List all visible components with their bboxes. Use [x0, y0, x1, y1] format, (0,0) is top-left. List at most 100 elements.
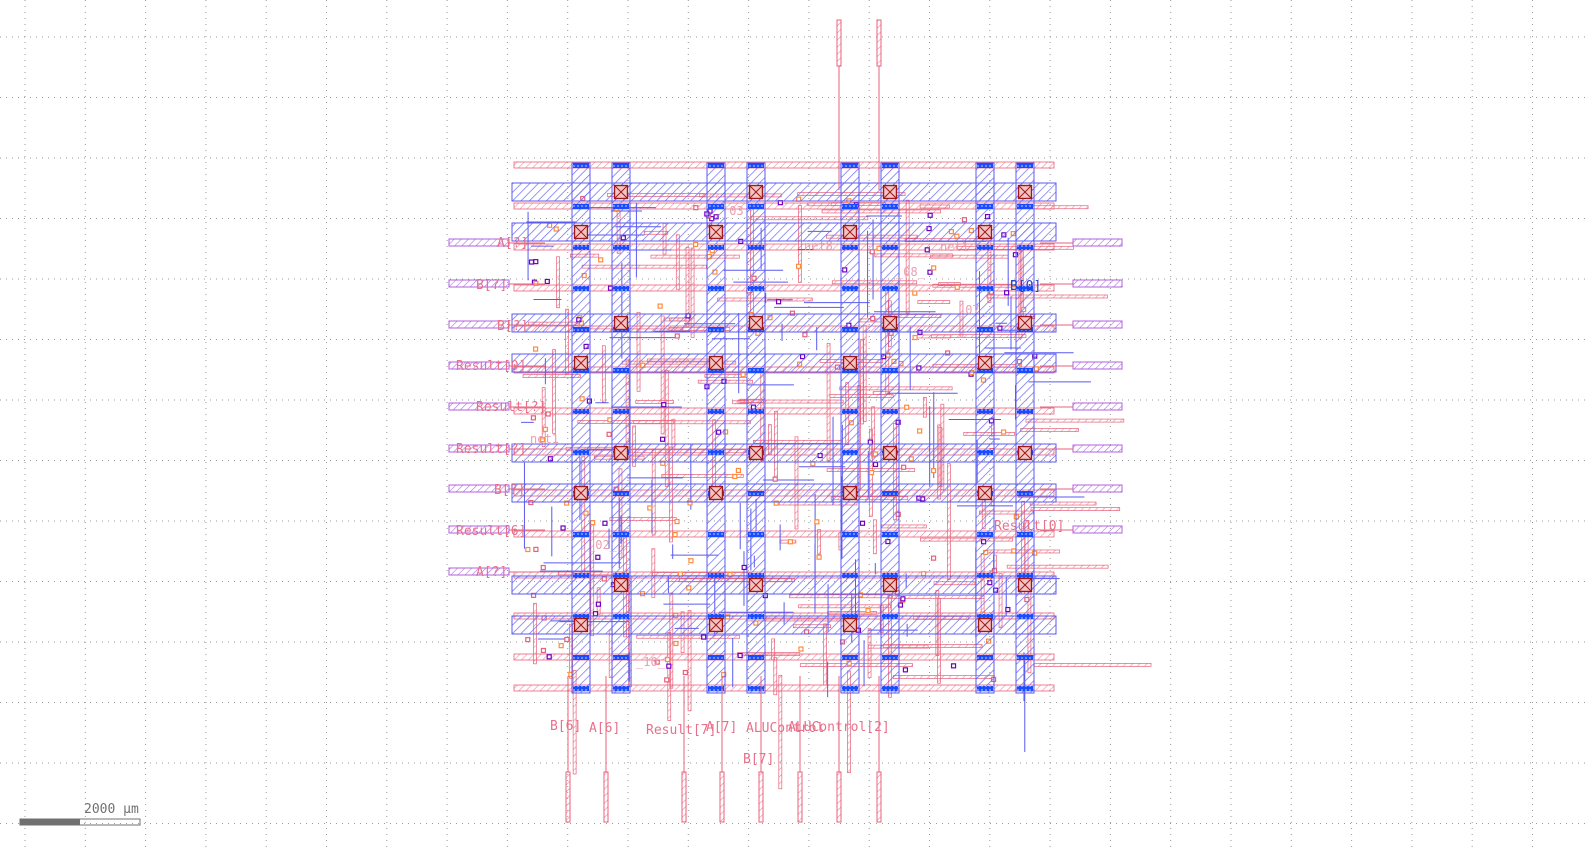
power-strap-h [511, 353, 1057, 373]
metal1-wire-v [660, 315, 665, 435]
stripe-via [708, 245, 724, 250]
via-contact [661, 402, 667, 408]
stripe-via [882, 286, 898, 291]
stripe-via [842, 573, 858, 578]
via-contact [545, 411, 551, 417]
metal1-wire-h [635, 400, 674, 404]
via-contact [540, 564, 546, 571]
stripe-via [748, 163, 764, 168]
macro-pad-cross [749, 446, 763, 460]
via-contact [867, 439, 873, 445]
via-contact [564, 636, 570, 643]
via-contact [961, 217, 968, 223]
via-contact [950, 663, 957, 669]
via-contact [1005, 606, 1011, 613]
stripe-via [977, 327, 993, 332]
via-contact [740, 372, 746, 378]
via-contact [814, 519, 820, 525]
std-cell-rail [513, 530, 1055, 538]
via-contact [904, 404, 910, 410]
via-contact [682, 669, 688, 676]
pin-label-bottom-0: B[6] [550, 719, 581, 734]
net-label-2: _03_ [722, 204, 752, 218]
metal1-wire-h [920, 537, 1014, 542]
stripe-via [882, 245, 898, 250]
macro-pad-cross [749, 316, 763, 330]
stripe-via [708, 614, 724, 619]
stripe-via [882, 409, 898, 414]
stripe-via [1017, 686, 1033, 691]
macro-pad-cross [978, 486, 992, 500]
stripe-via [613, 368, 629, 373]
stripe-via [842, 655, 858, 660]
stripe-via [842, 368, 858, 373]
via-contact [654, 659, 660, 665]
io-pins [448, 19, 1123, 823]
via-contact [872, 461, 879, 468]
metal1-wire-v [794, 436, 799, 530]
pin-label-bottom-5: ALUControl[2] [788, 720, 890, 735]
power-strap-h [511, 483, 1057, 503]
stripe-via [708, 450, 724, 455]
via-contact [927, 212, 933, 218]
stripe-via [882, 204, 898, 209]
std-cell-rail [513, 407, 1055, 415]
macro-pad-cross [883, 446, 897, 460]
pin-label-left-4: Result[?] [476, 400, 546, 415]
via-contact [732, 473, 738, 480]
via-contact [674, 518, 680, 525]
stripe-via [613, 532, 629, 537]
metal1-wire-h [917, 300, 951, 304]
macro-pad-cross [574, 356, 588, 370]
via-contact [868, 469, 875, 476]
stripe-via [977, 614, 993, 619]
macro-pad-cross [709, 486, 723, 500]
via-contact [912, 290, 918, 296]
io-pin-right [1072, 484, 1123, 493]
std-cell-rail [513, 684, 1055, 692]
metal1-wire-h [930, 254, 1009, 259]
via-contact [525, 637, 531, 643]
stripe-via [573, 655, 589, 660]
macro-pad-cross [843, 356, 857, 370]
stripe-via [1017, 573, 1033, 578]
metal1-wire-v [905, 199, 910, 314]
stripe-via [573, 163, 589, 168]
stripe-via [977, 163, 993, 168]
std-cell-rail [513, 284, 1055, 292]
via-contact [802, 332, 808, 338]
via-contact [927, 269, 933, 275]
via-contact [735, 467, 741, 474]
macro-pad-cross [978, 225, 992, 239]
metal1-wire-v [947, 463, 951, 580]
via-contact [930, 468, 937, 474]
io-pin-top [836, 19, 842, 67]
stripe-via [748, 204, 764, 209]
stripe-via [613, 491, 629, 496]
via-contact [530, 415, 536, 421]
via-contact [869, 249, 875, 255]
via-contact [954, 284, 960, 290]
stripe-via [708, 163, 724, 168]
metal1-wire-h [919, 204, 950, 209]
via-contact [590, 520, 596, 526]
stripe-via [613, 573, 629, 578]
power-stripe-v [611, 162, 631, 694]
stripe-via [613, 409, 629, 414]
via-contact [528, 259, 535, 265]
io-pin-bottom [565, 771, 571, 823]
via-contact [930, 555, 937, 561]
macro-pad-cross [1018, 185, 1032, 199]
metal1-wire-h [581, 264, 707, 269]
via-contact [1000, 429, 1007, 435]
pin-label-left-8: A[?] [476, 565, 507, 580]
macro-pad-cross [614, 316, 628, 330]
pin-label-left-0: A[?] [497, 236, 528, 251]
io-pin-bottom [603, 771, 609, 823]
stripe-via [977, 245, 993, 250]
via-contact [920, 571, 927, 577]
metal1-wire-v [667, 632, 672, 721]
io-pin-bottom [758, 771, 764, 823]
stripe-via [977, 286, 993, 291]
